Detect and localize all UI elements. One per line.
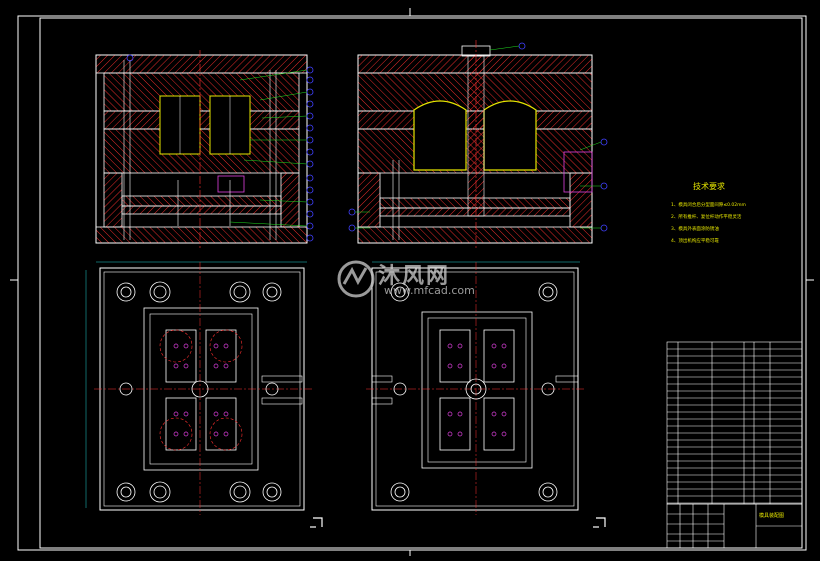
technical-requirement-line: 3、模具外表面涂防锈油 [671,227,719,232]
title-block [666,503,803,549]
section-view-left-leaders [229,69,308,227]
watermark-logo [337,260,375,298]
section-view-right-leaders [355,45,602,229]
technical-requirement-line: 4、顶出机构应平稳可靠 [671,239,719,244]
plan-view-right [366,261,584,515]
plan-view-left [85,261,312,515]
watermark-brand-text: 沐风网 [378,264,451,289]
section-view-right [357,40,593,248]
technical-requirements-title: 技术要求 [693,182,725,191]
parts-list-table [666,341,803,505]
inner-frame [39,17,803,549]
outer-frame [17,15,807,551]
technical-requirement-line: 1、模具闭合后分型面间隙≤0.02mm [671,203,746,208]
section-view-left [95,50,308,248]
view-corner-marks [310,517,606,528]
watermark-url-text: www.mfcad.com [384,284,475,297]
technical-requirement-line: 2、所有推杆、复位杆动作平稳灵活 [671,215,742,220]
title-block-drawing-name: 模具装配图 [759,513,785,519]
